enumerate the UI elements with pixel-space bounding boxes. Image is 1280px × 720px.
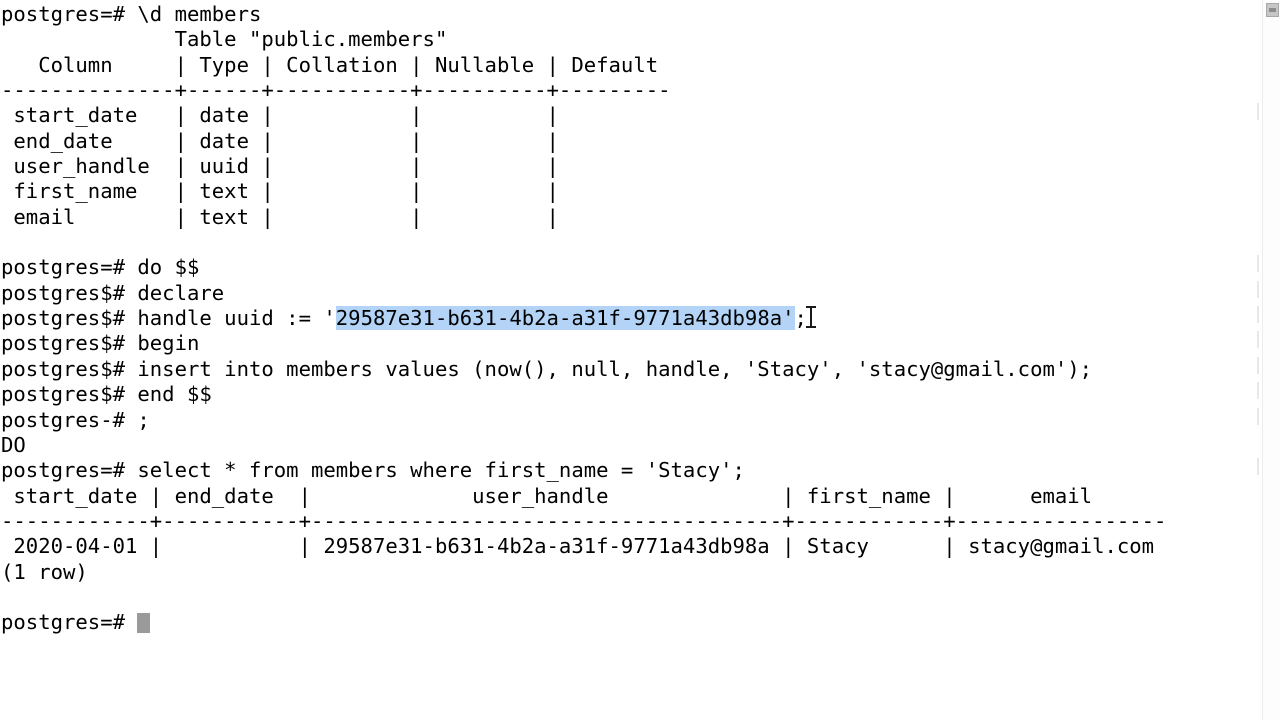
terminal-line-result-header: start_date | end_date | user_handle | fi… <box>1 483 1093 508</box>
terminal-line-select-query: postgres=# select * from members where f… <box>0 458 1262 483</box>
terminal-line-describe-row-start-date: start_date | date | | | <box>0 103 1262 128</box>
terminal-line-do-result: DO <box>1 432 26 457</box>
terminal-line-blank-2 <box>0 585 1262 610</box>
terminal-line-declare: postgres$# declare <box>0 280 1262 306</box>
terminal-line-begin: postgres$# begin <box>0 331 1262 356</box>
line-edge-mark <box>1257 331 1259 349</box>
line-edge-mark <box>1257 407 1259 425</box>
terminal-line-describe-row-first-name: first_name | text | | | <box>1 179 559 204</box>
terminal-line-describe-separator: --------------+------+-----------+------… <box>1 78 671 103</box>
line-edge-mark <box>1257 280 1259 298</box>
line-edge-mark <box>1257 103 1259 121</box>
prompt-label: postgres=# <box>1 610 138 635</box>
line-edge-mark <box>1257 356 1259 374</box>
terminal-line-describe-header: Column | Type | Collation | Nullable | D… <box>1 52 659 77</box>
terminal-line-describe-row-email: email | text | | | <box>1 204 559 229</box>
line-edge-mark <box>1257 458 1259 476</box>
selected-uuid-text[interactable]: 29587e31-b631-4b2a-a31f-9771a43db98a' <box>335 306 795 331</box>
handle-assignment-prefix: postgres$# handle uuid := ' <box>1 306 336 331</box>
terminal-line-table-title: Table "public.members" <box>1 27 448 52</box>
terminal-line-describe-row-user-handle: user_handle | uuid | | | <box>1 154 559 179</box>
vertical-scrollbar[interactable] <box>1262 0 1280 720</box>
terminal-line-handle-assignment: postgres$# handle uuid := '29587e31-b631… <box>0 306 1262 331</box>
terminal-line-result-separator: ------------+-----------+---------------… <box>1 508 1167 533</box>
terminal-line-do-open: postgres=# do $$ <box>0 255 1262 280</box>
terminal-line-semicolon: postgres-# ; <box>0 407 1262 433</box>
terminal-line-active-prompt[interactable]: postgres=# <box>0 610 1262 635</box>
handle-assignment-suffix: ; <box>794 306 807 331</box>
scrollbar-thumb-grip-icon <box>1269 8 1276 12</box>
text-cursor <box>137 613 150 634</box>
line-edge-mark <box>1257 255 1259 273</box>
scrollbar-thumb[interactable] <box>1266 3 1279 17</box>
terminal-line-insert: postgres$# insert into members values (n… <box>0 356 1262 382</box>
terminal-line-describe-command: postgres=# \d members <box>1 2 262 26</box>
terminal-line-describe-row-end-date: end_date | date | | | <box>1 128 559 153</box>
terminal-line-blank-1 <box>0 230 1262 255</box>
terminal-line-result-row: 2020-04-01 | | 29587e31-b631-4b2a-a31f-9… <box>1 534 1155 559</box>
line-edge-mark <box>1257 306 1259 324</box>
terminal-line-end-do: postgres$# end $$ <box>0 382 1262 407</box>
line-edge-mark <box>1257 382 1259 400</box>
terminal-line-row-count: (1 row) <box>1 559 88 584</box>
